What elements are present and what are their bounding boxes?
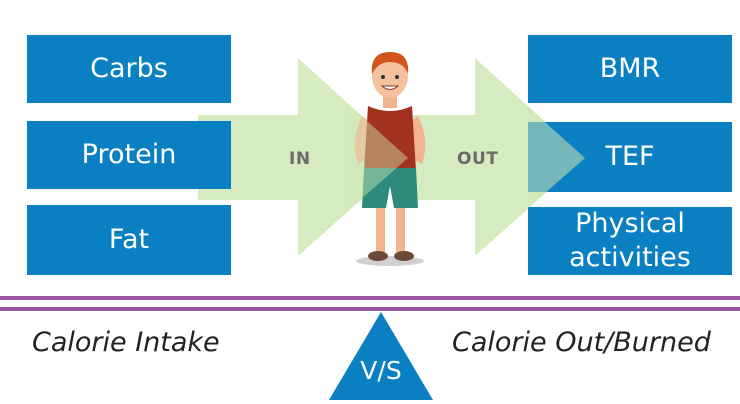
calorie-burned-caption: Calorie Out/Burned xyxy=(452,327,711,358)
shadow xyxy=(356,256,424,266)
in-arrow xyxy=(198,58,408,256)
carbs-box: Carbs xyxy=(27,35,231,103)
right-eye xyxy=(395,75,399,79)
in-arrow-label: IN xyxy=(289,149,311,169)
divider-line-bottom xyxy=(0,307,740,311)
person-illustration xyxy=(354,52,426,266)
left-shoe xyxy=(368,251,388,261)
bmr-label: BMR xyxy=(599,53,661,85)
vs-triangle xyxy=(329,312,433,400)
hair xyxy=(371,52,409,74)
left-eye xyxy=(381,75,385,79)
divider-line-top xyxy=(0,296,740,300)
physical-activities-label: Physical activities xyxy=(569,208,691,273)
vs-badge: V/S xyxy=(329,312,433,400)
physical-activities-box: Physical activities xyxy=(528,207,732,275)
tef-label: TEF xyxy=(605,141,655,173)
smile xyxy=(380,85,400,90)
calorie-intake-caption: Calorie Intake xyxy=(32,327,220,358)
protein-label: Protein xyxy=(81,139,177,171)
out-arrow-label: OUT xyxy=(457,149,499,169)
right-shoe xyxy=(394,251,414,261)
tank-top xyxy=(364,106,416,171)
fat-label: Fat xyxy=(108,224,150,256)
left-leg xyxy=(376,206,385,254)
vs-label: V/S xyxy=(360,356,402,385)
bmr-box: BMR xyxy=(528,35,732,103)
fat-box: Fat xyxy=(27,205,231,275)
head xyxy=(372,54,408,98)
tef-box: TEF xyxy=(528,122,732,192)
right-leg xyxy=(396,206,405,254)
shorts xyxy=(362,168,418,208)
protein-box: Protein xyxy=(27,121,231,189)
carbs-label: Carbs xyxy=(90,53,168,85)
out-arrow xyxy=(400,58,585,256)
